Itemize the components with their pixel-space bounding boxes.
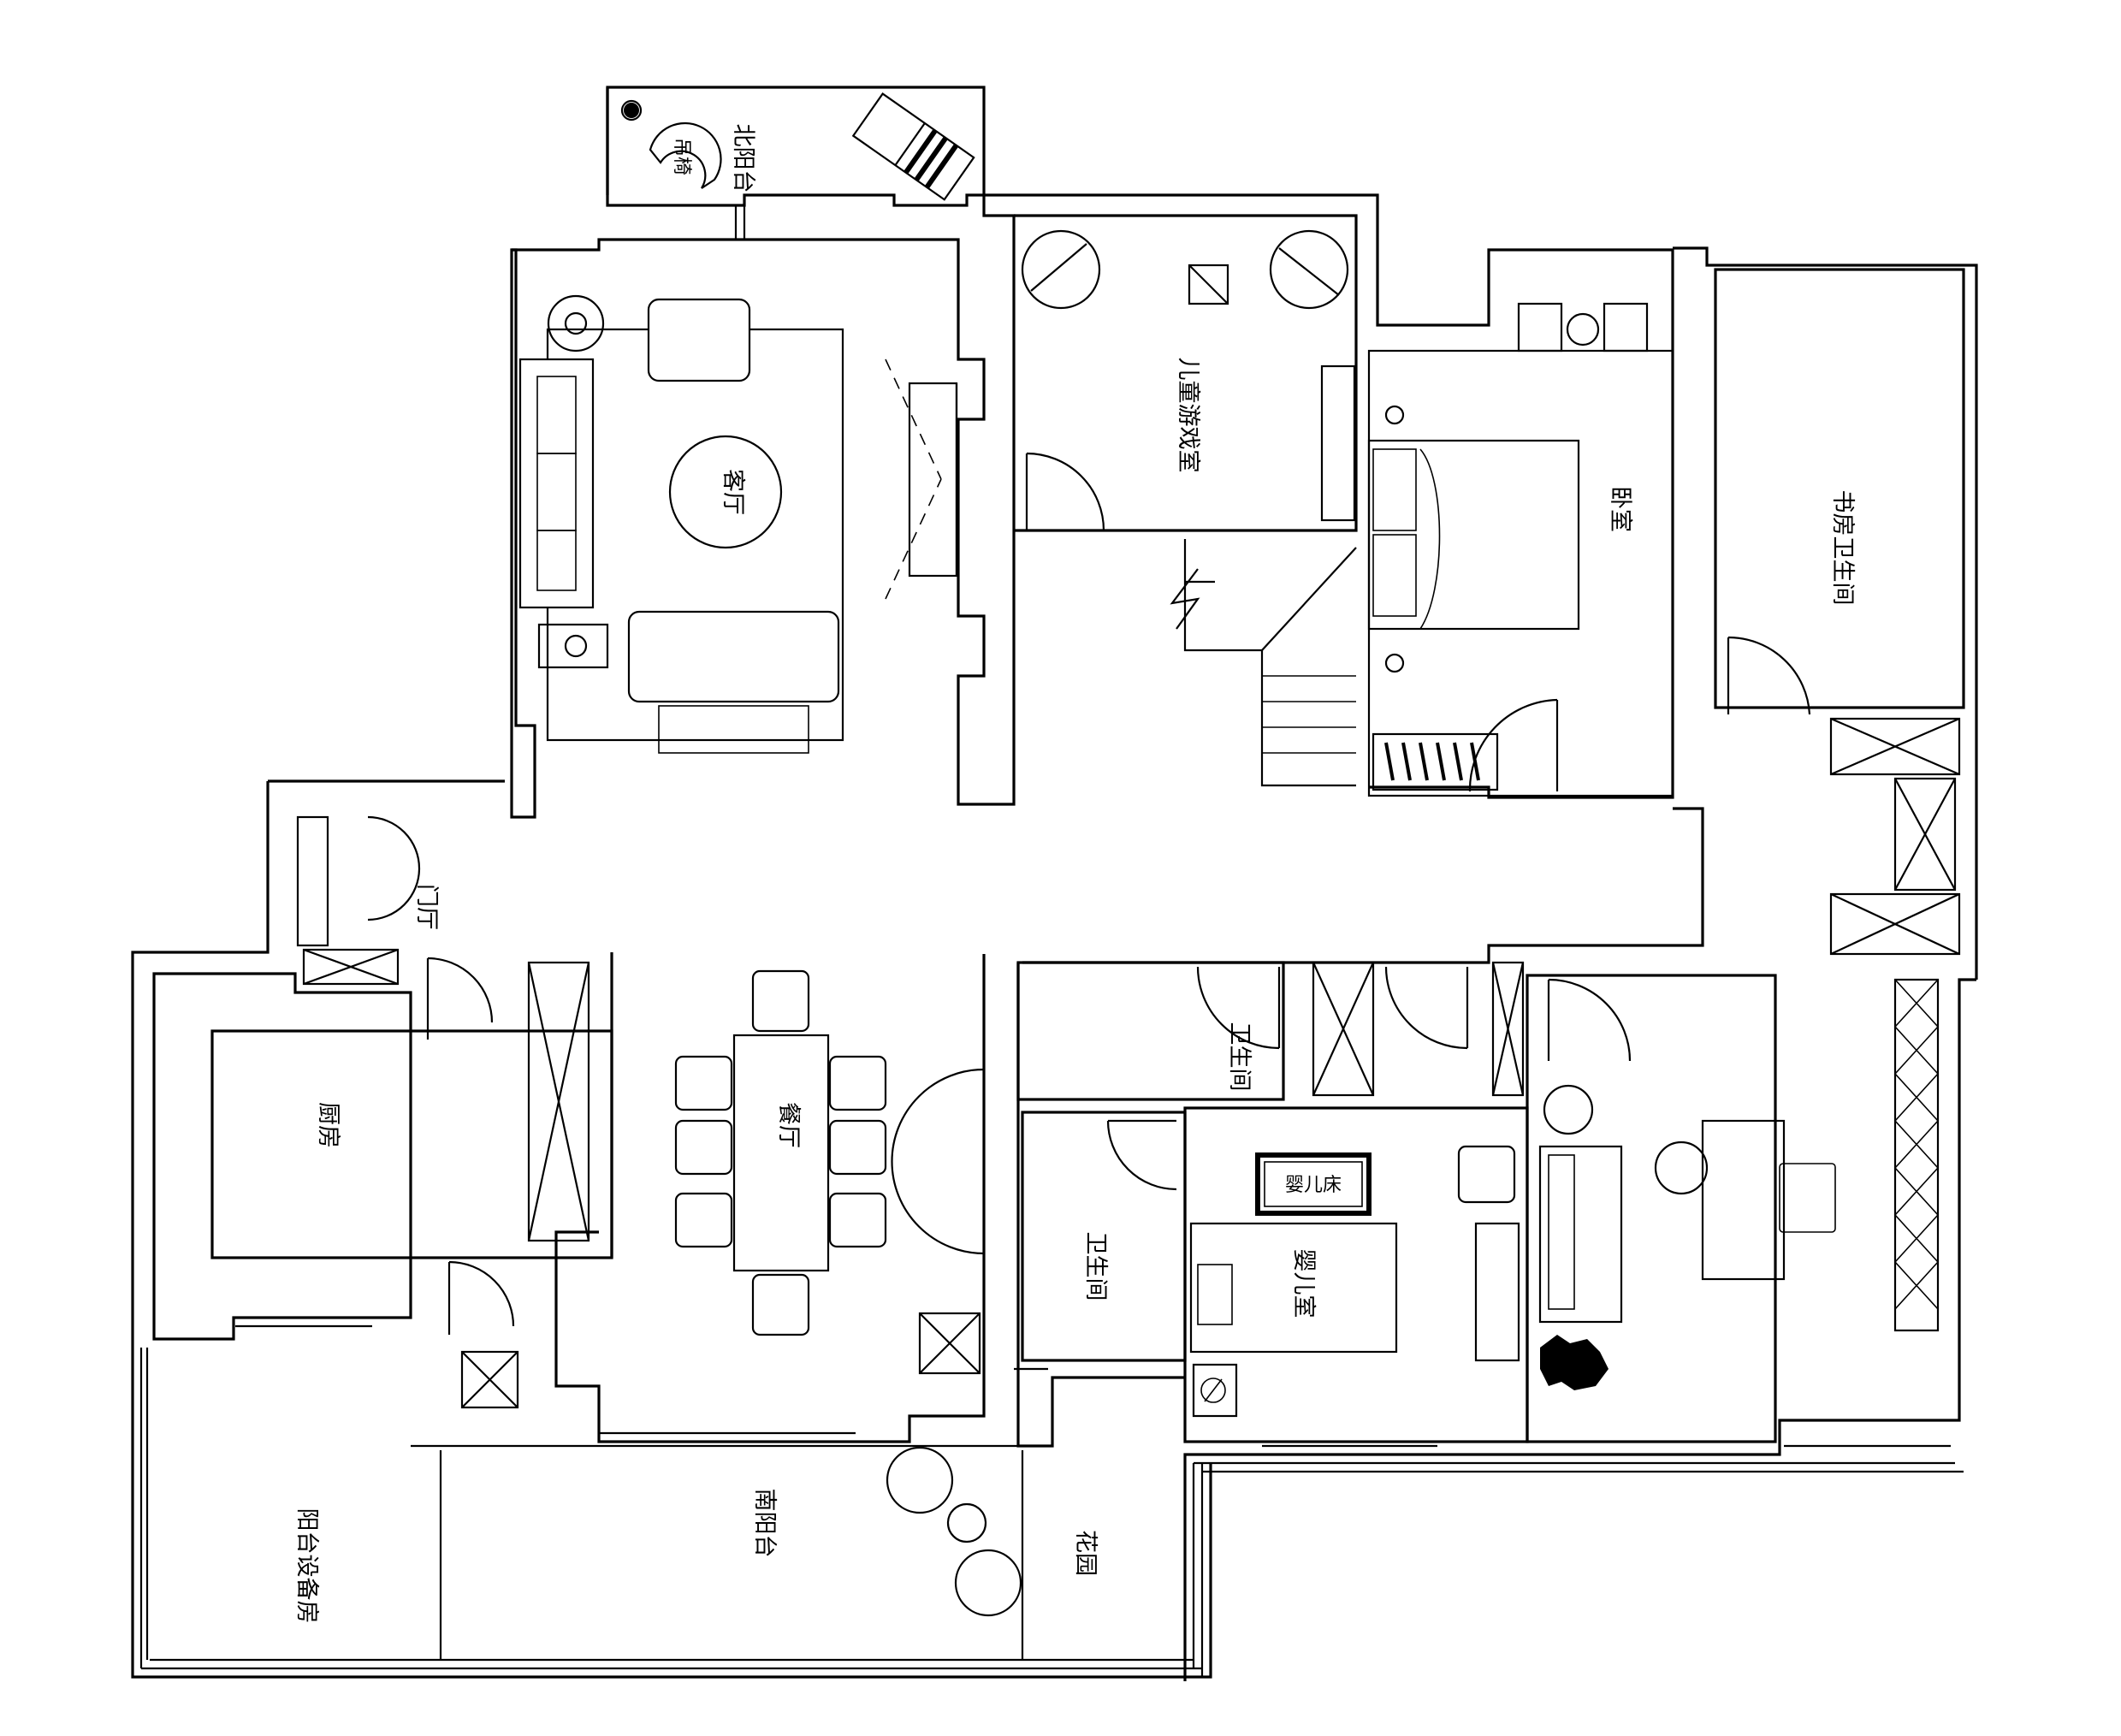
label-bathroom-1: 卫生间 bbox=[1226, 1022, 1253, 1092]
bedroom-furniture bbox=[1367, 302, 1674, 797]
label-nursery: 婴儿室 bbox=[1290, 1249, 1317, 1318]
label-bathroom-2: 卫生间 bbox=[1082, 1232, 1109, 1301]
label-study-bathroom: 书房卫生间 bbox=[1829, 490, 1856, 606]
label-kids-playroom: 儿童游戏室 bbox=[1175, 358, 1201, 473]
label-foyer: 门厅 bbox=[413, 884, 440, 930]
north-balcony-area bbox=[606, 86, 986, 240]
label-crib: 婴儿床 bbox=[1285, 1175, 1342, 1196]
label-hanging-chair: 吊椅 bbox=[671, 138, 692, 175]
label-kitchen: 厨房 bbox=[315, 1102, 341, 1148]
lounge-chair-icon bbox=[851, 92, 975, 201]
foyer-furniture bbox=[296, 815, 421, 986]
label-living-room: 客厅 bbox=[720, 469, 746, 515]
nursery-furniture bbox=[1189, 1084, 1836, 1418]
south-balcony-furniture bbox=[235, 1324, 1951, 1660]
bathroom-furniture bbox=[1106, 961, 1632, 1191]
study-bathroom-furniture bbox=[1727, 636, 1961, 1332]
label-dining-room: 餐厅 bbox=[775, 1102, 802, 1148]
label-balcony-equipment-room: 阳台设备房 bbox=[293, 1508, 320, 1624]
label-south-balcony: 南阳台 bbox=[751, 1489, 778, 1558]
label-north-balcony: 北阳台 bbox=[730, 124, 756, 193]
walls bbox=[131, 193, 1978, 1681]
living-room-furniture bbox=[518, 294, 958, 754]
label-garden: 花园 bbox=[1072, 1530, 1099, 1576]
hanging-chair-icon bbox=[649, 121, 722, 189]
dining-furniture bbox=[674, 969, 985, 1375]
kitchen-furniture bbox=[426, 957, 590, 1409]
room-labels: 北阳台 吊椅 客厅 儿童游戏室 卧室 书房卫生间 门厅 餐厅 厨房 卫生间 卫生… bbox=[293, 124, 1856, 1624]
label-bedroom: 卧室 bbox=[1607, 486, 1633, 532]
kids-playroom-furniture bbox=[1021, 229, 1357, 787]
